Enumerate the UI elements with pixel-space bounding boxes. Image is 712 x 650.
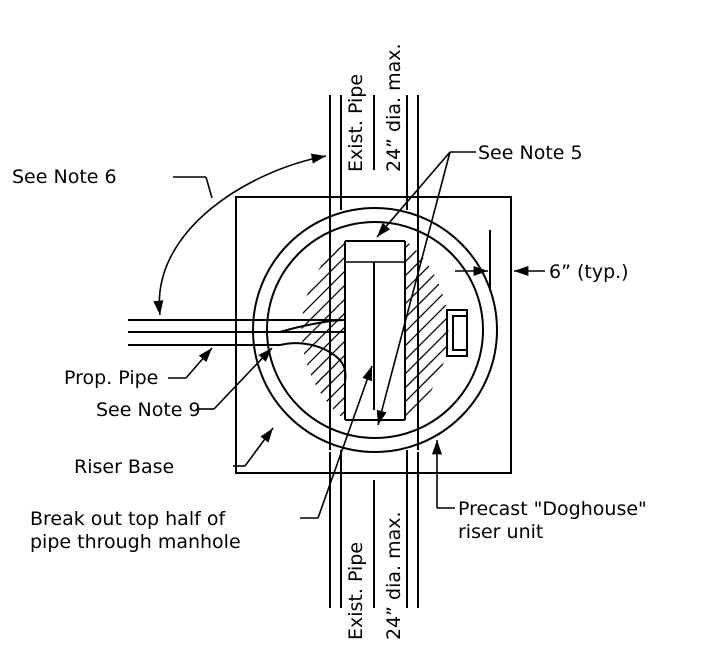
label-see-note-9: See Note 9 (96, 399, 201, 421)
label-precast-line2: riser unit (458, 521, 543, 543)
hatch-line (405, 240, 449, 420)
label-exist-pipe-bottom-a: Exist. Pipe (345, 542, 367, 640)
label-exist-pipe-top-a: Exist. Pipe (345, 74, 367, 172)
label-exist-pipe-bottom-b: 24” dia. max. (383, 511, 405, 640)
hatch-line (301, 240, 345, 420)
hatch-line (405, 240, 449, 420)
hatch-line (405, 240, 449, 420)
hatch-line (301, 240, 345, 420)
hatch-line (648, 235, 712, 425)
note5-leader-arrow-1 (376, 151, 451, 238)
note5-leader-arrow-2 (376, 151, 451, 426)
hatch-line (405, 240, 449, 420)
label-exist-pipe-top-b: 24” dia. max. (383, 43, 405, 172)
hatch-line (405, 240, 419, 420)
hatch-line (214, 235, 404, 425)
break-out-curve-top (279, 319, 346, 333)
hatch-line (662, 235, 712, 425)
label-see-note-6: See Note 6 (12, 166, 117, 188)
label-precast-line1: Precast "Doghouse" (458, 498, 647, 520)
hatch-line (405, 240, 449, 420)
break-out-curve (279, 342, 347, 383)
riser-base-square (235, 196, 512, 474)
label-see-note-5: See Note 5 (478, 142, 583, 164)
hatch-line (405, 240, 449, 420)
prop-pipe-leader-arrow (185, 347, 213, 379)
label-prop-pipe: Prop. Pipe (64, 367, 158, 389)
hatch-line (79, 235, 269, 425)
hatch-line (107, 235, 297, 425)
riser-outer-circle (252, 207, 498, 453)
hatch-line (634, 235, 712, 425)
hatch-line (330, 240, 345, 420)
hatch-line (676, 235, 712, 425)
hatch-line (301, 240, 345, 420)
hatch-line (301, 240, 345, 420)
note6-leader-diagonal (205, 176, 213, 199)
hatch-line (93, 235, 283, 425)
label-break-out-line1: Break out top half of (30, 508, 226, 530)
label-6in-typ: 6” (typ.) (549, 261, 629, 283)
label-riser-base: Riser Base (74, 456, 174, 478)
hatch-line (302, 240, 345, 420)
riser-inner-circle (266, 221, 484, 439)
hatch-line (301, 240, 312, 420)
doghouse-opening-inner (452, 315, 468, 351)
riser-base-leader-arrow (244, 427, 274, 467)
hatch-line (301, 240, 345, 420)
hatch-line (301, 240, 345, 420)
hatch-line (405, 240, 449, 420)
label-break-out-line2: pipe through manhole (30, 531, 241, 553)
note9-leader-arrow (213, 347, 273, 410)
hatch-line (301, 240, 345, 420)
hatch-line (405, 240, 447, 420)
hatch-line (405, 240, 449, 420)
hatch-line (301, 240, 345, 420)
hatch-line (301, 240, 326, 420)
note6-arc-arrow (153, 153, 327, 316)
break-out-leader-arrow (317, 365, 373, 519)
hatch-line (301, 240, 340, 420)
hatch-line (620, 235, 712, 425)
hatch-line (405, 240, 449, 420)
